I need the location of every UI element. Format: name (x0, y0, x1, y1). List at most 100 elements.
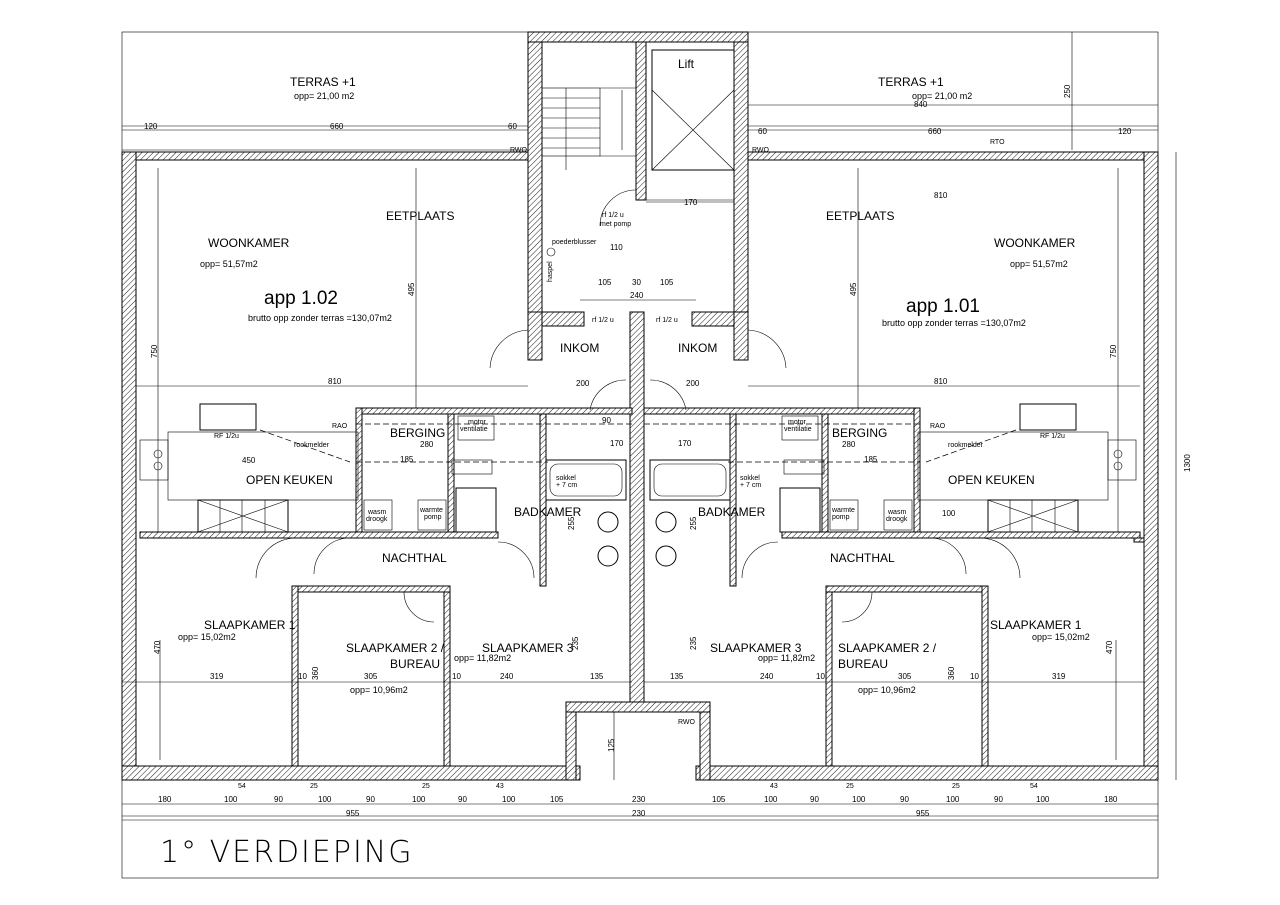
stair-door-note2: met pomp (600, 221, 631, 228)
storage-right-label: BERGING (832, 426, 887, 440)
kitchen-right (917, 403, 1137, 533)
dim-t2: 60 (508, 122, 517, 131)
exterior-walls (121, 31, 1159, 781)
smoke-right: rookmelder (948, 442, 984, 449)
svg-text:180: 180 (158, 795, 172, 804)
svg-text:43: 43 (496, 783, 504, 790)
svg-text:90: 90 (900, 795, 909, 804)
svg-text:25: 25 (310, 783, 318, 790)
dim-bed-row-3l: 10 (452, 672, 461, 681)
dim-apt-width-right2: 810 (934, 377, 948, 386)
bed2-left-label1: SLAAPKAMER 2 / (346, 641, 445, 655)
dining-right-label: EETPLAATS (826, 209, 894, 223)
dim-bath-left: 255 (567, 516, 576, 530)
bathroom-right-label: BADKAMER (698, 505, 766, 519)
dim-apt-width-right: 810 (934, 191, 948, 200)
svg-text:100: 100 (224, 795, 238, 804)
vent-right: ventilatie (784, 426, 812, 433)
svg-text:100: 100 (1036, 795, 1050, 804)
svg-text:54: 54 (1030, 783, 1038, 790)
svg-text:955: 955 (916, 809, 930, 818)
smoke-left: rookmelder (294, 442, 330, 449)
svg-text:100: 100 (412, 795, 426, 804)
interior-walls (139, 311, 1145, 767)
washer-left-1: wasm (367, 509, 386, 516)
dim-inkom-170-right: 170 (678, 439, 692, 448)
dim-bed-row-5l: 135 (590, 672, 604, 681)
app-right-name: app 1.01 (906, 296, 980, 317)
dim-t5: 120 (1118, 127, 1132, 136)
svg-text:54: 54 (238, 783, 246, 790)
bed2-left-area: opp= 10,96m2 (350, 685, 408, 695)
storage-left-label: BERGING (390, 426, 445, 440)
rf-right: RF 1/2u (1040, 433, 1065, 440)
dim-apt-width-left: 810 (328, 377, 342, 386)
terrace-right-area: opp= 21,00 m2 (912, 91, 972, 101)
doors (255, 329, 1021, 623)
dim-living-depth-right: 750 (1109, 344, 1118, 358)
dim-storage-left2: 185 (400, 455, 414, 464)
dim-bed-row-3r: 10 (816, 672, 825, 681)
washer-right-2: droogk (886, 516, 908, 523)
core-door-left-note: rf 1/2 u (592, 317, 614, 324)
dim-bed2-depth-left: 360 (311, 666, 320, 680)
svg-text:100: 100 (946, 795, 960, 804)
sokkel-right: sokkel (740, 475, 760, 482)
bottom-dims-row2: 955 230 955 (346, 809, 930, 818)
rwo-left: RWO (510, 147, 528, 154)
dim-bed-row-1r: 10 (970, 672, 979, 681)
bed2-right-label2: BUREAU (838, 657, 888, 671)
dim-storage-right: 280 (842, 440, 856, 449)
svg-text:90: 90 (458, 795, 467, 804)
sokkel-left: sokkel (556, 475, 576, 482)
hall-left-label: NACHTHAL (382, 551, 447, 565)
dim-bed-row-4r: 240 (760, 672, 774, 681)
dim-t3: 60 (758, 127, 767, 136)
window-tags: 54 25 25 43 43 25 25 54 (238, 783, 1038, 790)
core-door-right-note: rf 1/2 u (656, 317, 678, 324)
rao-right: RAO (930, 423, 946, 430)
bed3-left-area: opp= 11,82m2 (454, 653, 511, 663)
rwo-bottom: RWO (678, 719, 696, 726)
dim-total-height: 1300 (1183, 454, 1192, 472)
dim-bed-row-2r: 305 (898, 672, 912, 681)
dim-bed3-depth-left: 235 (571, 636, 580, 650)
living-left-area: opp= 51,57m2 (200, 259, 258, 269)
svg-text:25: 25 (952, 783, 960, 790)
bed3-right-label: SLAAPKAMER 3 (710, 641, 802, 655)
svg-text:105: 105 (712, 795, 726, 804)
service-lines (259, 423, 1017, 463)
app-left-gross: brutto opp zonder terras =130,07m2 (248, 313, 392, 323)
dining-left-label: EETPLAATS (386, 209, 454, 223)
dim-bed2-depth-right: 360 (947, 666, 956, 680)
dim-terrace-width: 840 (914, 100, 928, 109)
svg-text:100: 100 (764, 795, 778, 804)
living-right-area: opp= 51,57m2 (1010, 259, 1068, 269)
svg-text:43: 43 (770, 783, 778, 790)
dim-bed1-depth-right: 470 (1105, 640, 1114, 654)
svg-text:90: 90 (994, 795, 1003, 804)
dim-core-240: 240 (630, 291, 644, 300)
kitchen-left (139, 403, 359, 533)
bed2-right-area: opp= 10,96m2 (858, 685, 916, 695)
dim-bed-row-1l: 10 (298, 672, 307, 681)
motor-right: motor (788, 419, 807, 426)
dim-bed-row-2l: 305 (364, 672, 378, 681)
dim-core-105-right: 105 (660, 278, 674, 287)
dim-hall-right: 100 (942, 509, 956, 518)
dim-kitchen-left: 450 (242, 456, 256, 465)
washer-right-1: wasm (887, 509, 906, 516)
app-left-name: app 1.02 (264, 288, 338, 309)
bed1-left-area: opp= 15,02m2 (178, 632, 236, 642)
heatpump-left-2: pomp (424, 514, 442, 521)
app-right-gross: brutto opp zonder terras =130,07m2 (882, 318, 1026, 328)
dim-core-110: 110 (610, 243, 623, 252)
laundry-units (363, 415, 913, 531)
svg-text:230: 230 (632, 795, 646, 804)
kitchen-left-label: OPEN KEUKEN (246, 473, 333, 487)
entrance-left-label: INKOM (560, 341, 599, 355)
reel-label: haspel (547, 261, 554, 282)
dim-bed-row-0l: 319 (210, 672, 224, 681)
dim-core-170: 170 (684, 198, 698, 207)
svg-text:25: 25 (846, 783, 854, 790)
